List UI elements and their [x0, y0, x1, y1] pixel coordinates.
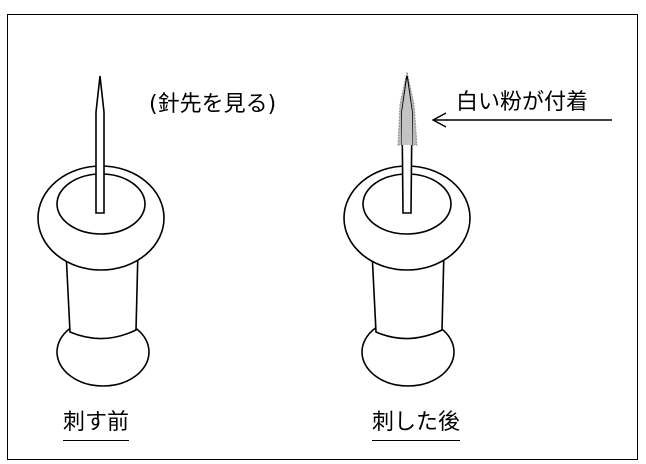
before-caption: 刺す前	[63, 412, 130, 441]
pushpin-after-body	[371, 249, 445, 340]
pushpin-after	[343, 71, 471, 387]
needle-tip-note: (針先を見る)	[149, 92, 277, 117]
powder-arrow	[431, 112, 612, 128]
after-caption: 刺した後	[372, 412, 461, 441]
pushpin-after-needle-powder-overlay	[402, 78, 412, 145]
powder-note: 白い粉が付着	[456, 90, 589, 115]
figure-frame	[7, 14, 638, 460]
pushpin-before-needle	[95, 75, 105, 214]
pushpin-before	[37, 75, 165, 387]
pushpin-before-body	[65, 249, 139, 340]
